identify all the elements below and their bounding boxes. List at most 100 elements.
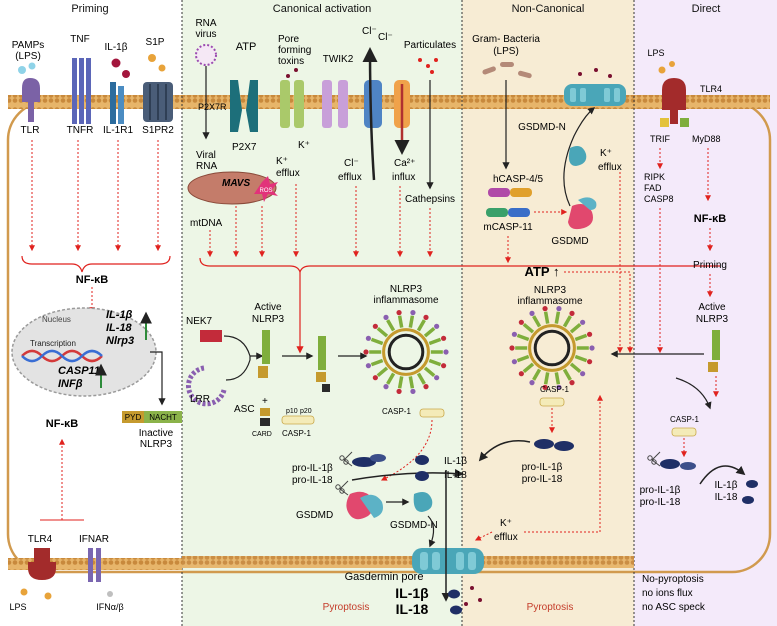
inflammasome-subunit xyxy=(370,337,384,346)
inflammasome-lrr-cap xyxy=(586,331,593,337)
mavs-label: MAVS xyxy=(222,178,250,189)
trif-label: TRIF xyxy=(650,134,670,144)
nc-k-efflux-label-2: efflux xyxy=(494,532,518,543)
il1b-mid-label: IL-1β xyxy=(444,456,467,467)
myd88-adapter xyxy=(680,118,689,127)
direct-active-label-2: NLRP3 xyxy=(696,314,729,325)
viral-rna-label-2: RNA xyxy=(196,161,217,172)
inflammasome-pyd-ring xyxy=(382,328,430,376)
inflammasome-subunit xyxy=(522,323,535,334)
gene-nlrp3: Nlrp3 xyxy=(106,335,134,347)
nucleus-to-inactive-arrow xyxy=(150,351,166,406)
gene-il1b: IL-1β xyxy=(106,309,133,321)
nc-k-efflux-label: K⁺ xyxy=(500,518,512,529)
direct-priming-label: Priming xyxy=(693,260,727,271)
nfkb-top-label: NF-κB xyxy=(76,274,108,286)
direct-il18-label: IL-18 xyxy=(715,492,738,503)
direct-casp1 xyxy=(671,427,697,437)
direct-pro-il1b-label: pro-IL-1β xyxy=(640,485,681,496)
gsdmd-n-nc xyxy=(568,146,587,166)
atp-up-label: ATP ↑ xyxy=(525,264,560,279)
il1r1-receptor xyxy=(110,82,116,124)
twik2-channel xyxy=(322,80,332,128)
ion-dot-2 xyxy=(478,598,482,602)
fad-label: FAD xyxy=(644,183,662,193)
gsdmd-n-label: GSDMD-N xyxy=(390,520,438,531)
direct-note-3: no ASC speck xyxy=(642,602,706,613)
asc-label: ASC xyxy=(234,404,255,415)
bacterium xyxy=(482,66,496,75)
inflammasome-subunit xyxy=(408,376,415,389)
hcasp-protein xyxy=(488,188,510,197)
s1p-label: S1P xyxy=(146,37,165,48)
pore-toxins-label-3: toxins xyxy=(278,56,304,67)
scissors-icon-2 xyxy=(335,480,349,496)
bottom-membrane xyxy=(182,556,634,568)
p2x7-channel xyxy=(230,80,258,132)
inflammasome-subunit xyxy=(562,315,572,328)
inflammasome-lrr-cap xyxy=(440,363,447,369)
inflammasome-lrr-cap xyxy=(529,310,535,316)
gene-casp11: CASP11 xyxy=(58,365,100,377)
inflammasome-lrr-cap xyxy=(518,371,524,377)
gsdmd-n xyxy=(413,492,433,512)
inflammasome-subunit xyxy=(423,366,436,377)
inflammasome-subunit xyxy=(532,368,542,381)
mcasp-protein xyxy=(486,208,508,217)
direct-il-mature-2 xyxy=(742,496,754,504)
inflammasome-subunit xyxy=(569,362,582,373)
casp1-label: CASP-1 xyxy=(382,407,411,416)
inflammasome-lrr-cap xyxy=(443,349,449,355)
tnfr-label: TNFR xyxy=(67,125,94,136)
cl-label: Cl⁻ xyxy=(362,26,377,37)
inflammasome-lrr-cap xyxy=(511,331,518,337)
ion-dot-3 xyxy=(464,602,468,606)
inflammasome-label: NLRP3 xyxy=(390,284,423,295)
direct-casp1-arrow xyxy=(675,377,712,410)
inflammasome-lrr-cap xyxy=(396,388,402,394)
scissors-icon xyxy=(339,451,353,467)
tnf-label: TNF xyxy=(70,34,89,45)
inflammasome-lrr-cap xyxy=(434,375,440,381)
bacterium-2 xyxy=(500,62,514,67)
inflammasome-subunit xyxy=(428,337,442,346)
k-efflux-nc-label: K⁺ xyxy=(600,148,612,159)
direct-pro-il18-label: pro-IL-18 xyxy=(640,497,681,508)
cl-channel xyxy=(364,80,382,128)
k-ion xyxy=(286,74,290,78)
inflammasome-lrr-cap xyxy=(556,384,562,390)
pro-il-molecule xyxy=(352,457,376,467)
nek7 xyxy=(200,330,222,342)
il18-mid-label: IL-18 xyxy=(444,470,467,481)
gsdmd-nc xyxy=(568,204,593,230)
direct-nlrp3 xyxy=(712,330,720,360)
myd88-label: MyD88 xyxy=(692,134,721,144)
inflammasome-subunit xyxy=(532,315,542,328)
direct-pro-il xyxy=(660,459,680,469)
k-ion-2 xyxy=(294,68,298,72)
direct-il-mature xyxy=(746,480,758,488)
nc-k-efflux-arrow xyxy=(524,394,603,533)
gasdermin-pore xyxy=(412,548,484,574)
lrr-label: LRR xyxy=(190,394,210,405)
ifnar-label: IFNAR xyxy=(79,534,109,545)
casp8-label: CASP8 xyxy=(644,194,674,204)
inflammasome-subunit xyxy=(574,333,588,342)
inflammasome-lrr-cap xyxy=(580,371,586,377)
inflammasome-subunit xyxy=(370,358,384,367)
pamp-ligand-2 xyxy=(28,62,36,70)
direct-nlrp3-pyd xyxy=(708,362,718,372)
ros-label: ROS xyxy=(259,188,272,194)
inflammasome-subunit xyxy=(574,354,588,363)
direct-il1b-label: IL-1β xyxy=(715,480,738,491)
inflammasome-lrr-cap xyxy=(511,359,518,365)
p20-label: p20 xyxy=(300,408,312,415)
active-nlrp3-label-2: NLRP3 xyxy=(252,314,285,325)
noncanonical-inflammasome-ring xyxy=(509,306,595,390)
dna-helix-2 xyxy=(21,349,103,363)
gsdmd-nc-2 xyxy=(578,197,597,210)
nc-pro-il xyxy=(534,439,554,449)
inflammasome-lrr-cap xyxy=(423,384,429,390)
nc-pro-il18-label: pro-IL-18 xyxy=(522,474,563,485)
